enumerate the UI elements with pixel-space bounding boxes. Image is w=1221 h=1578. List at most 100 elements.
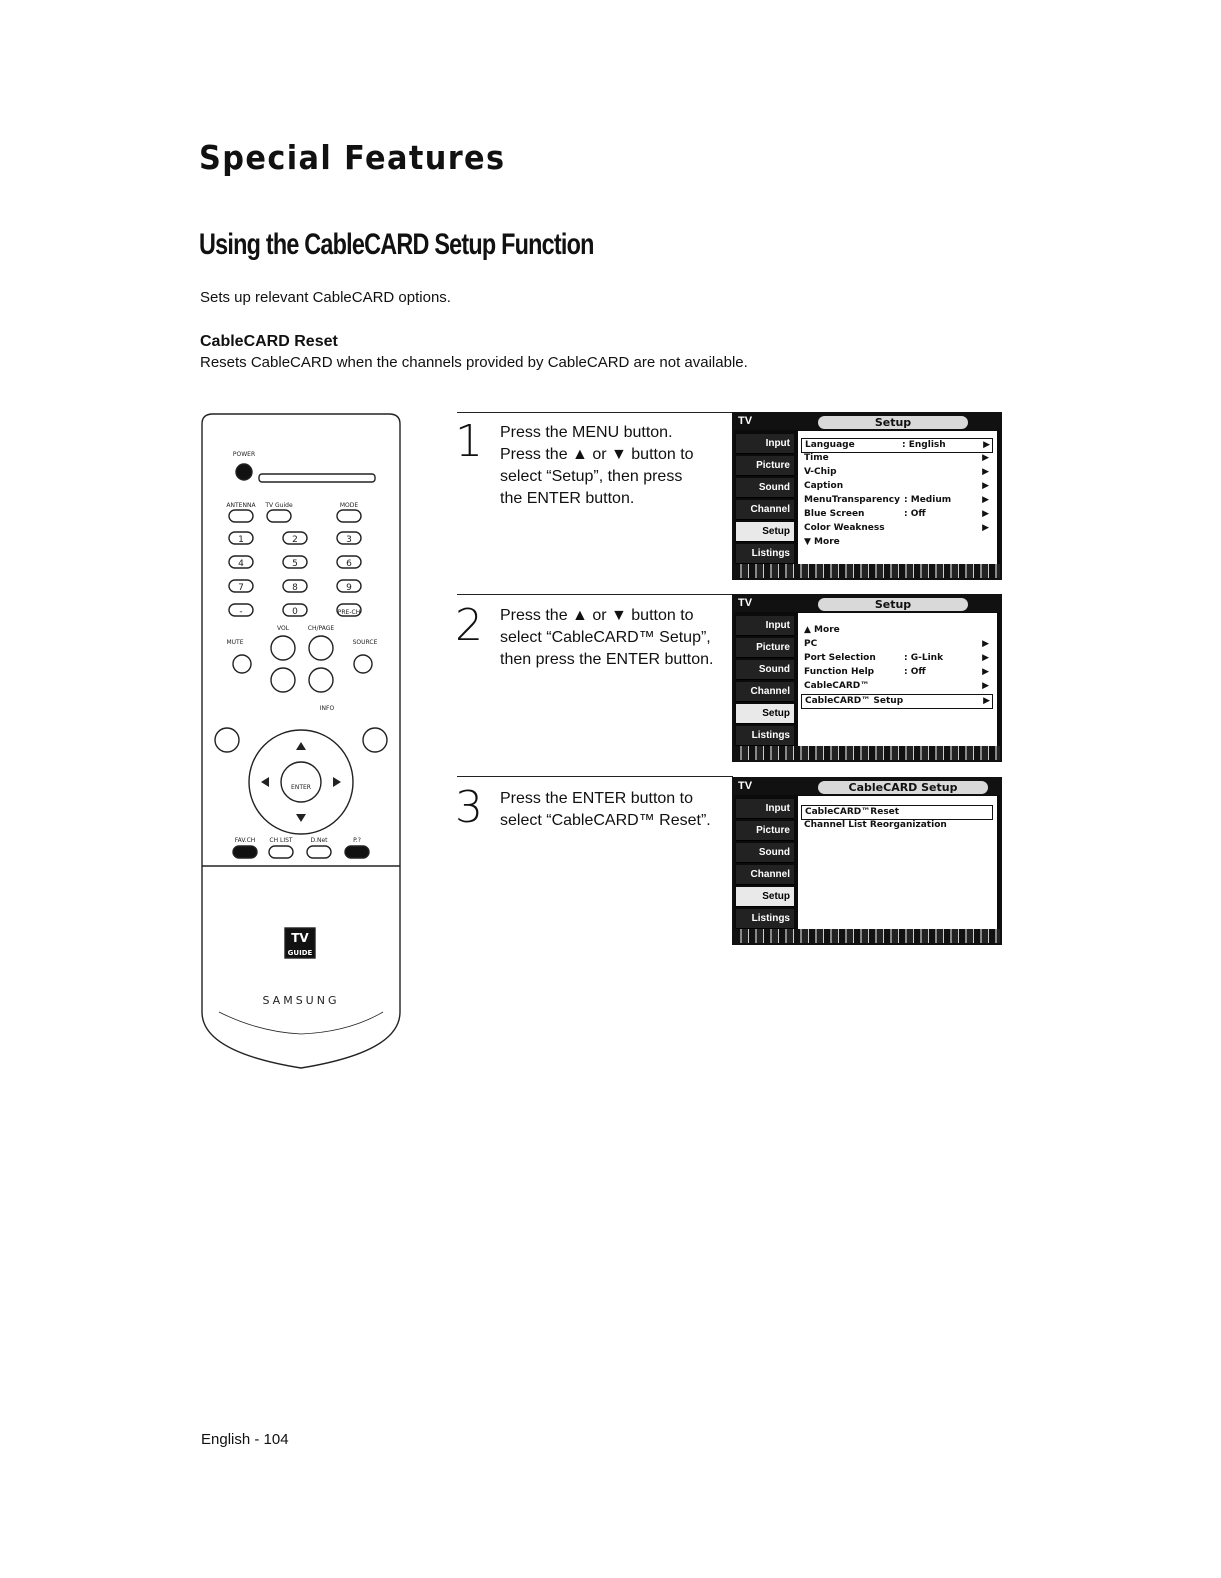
menu-row-channel-list-reorganization: Channel List Reorganization [804, 820, 947, 830]
mute-label: MUTE [226, 639, 243, 646]
key-6: 6 [346, 559, 352, 569]
power-label: POWER [233, 451, 255, 458]
key-1: 1 [238, 535, 244, 545]
page-footer: English - 104 [201, 1431, 289, 1448]
sidebar-item-picture: Picture [736, 456, 794, 476]
menu-title: Setup [818, 416, 968, 429]
step-line: select “CableCARD™ Reset”. [500, 812, 711, 829]
menu-bottom-bar [734, 746, 1000, 760]
step-line: Press the ▲ or ▼ button to [500, 607, 694, 624]
step-line: then press the ENTER button. [500, 651, 714, 668]
sidebar-item-sound: Sound [736, 478, 794, 498]
step-line: Press the ▲ or ▼ button to [500, 446, 694, 463]
menu-row-function-help: Function Help: Off▶ [804, 667, 989, 677]
key-5: 5 [292, 559, 298, 569]
sidebar-item-input: Input [736, 799, 794, 819]
section-title: Special Features [199, 138, 506, 177]
key-9: 9 [346, 583, 352, 593]
menu-bottom-bar [734, 929, 1000, 943]
menu-row-cablecard: CableCARD™▶ [804, 681, 989, 691]
step-number: 2 [455, 600, 483, 651]
step-divider [457, 594, 733, 595]
menu-title: Setup [818, 598, 968, 611]
tv-logo: TV [738, 780, 753, 792]
menu-row-blue-screen: Blue Screen: Off▶ [804, 509, 989, 519]
intro-text: Sets up relevant CableCARD options. [200, 289, 451, 306]
step-line: select “CableCARD™ Setup”, [500, 629, 711, 646]
sidebar-item-channel: Channel [736, 500, 794, 520]
menu-row-color-weakness: Color Weakness▶ [804, 523, 989, 533]
step-number: 3 [455, 782, 483, 833]
remote-control-illustration: POWER ANTENNA TV Guide MODE VOL CH/PAGE … [201, 413, 401, 1069]
menu-top-bar: TV Setup [734, 596, 1000, 612]
step-line: select “Setup”, then press [500, 468, 683, 485]
step-line: Press the ENTER button to [500, 790, 693, 807]
key-8: 8 [292, 583, 298, 593]
menu-row-cablecard-setup: CableCARD™ Setup▶ [801, 694, 993, 709]
chpage-label: CH/PAGE [308, 625, 335, 632]
sidebar-item-listings: Listings [736, 726, 794, 746]
menu-sidebar: Input Picture Sound Channel Setup Listin… [734, 430, 796, 564]
menu-row-time: Time▶ [804, 453, 989, 463]
sidebar-item-setup: Setup [736, 704, 794, 724]
sidebar-item-input: Input [736, 616, 794, 636]
step-instructions: Press the MENU button. Press the ▲ or ▼ … [500, 422, 730, 510]
step-line: the ENTER button. [500, 490, 635, 507]
info-label: INFO [320, 705, 335, 712]
key-4: 4 [238, 559, 244, 569]
vol-label: VOL [277, 625, 290, 632]
pip-label: P.? [353, 837, 361, 844]
menu-sidebar: Input Picture Sound Channel Setup Listin… [734, 612, 796, 746]
sidebar-item-sound: Sound [736, 660, 794, 680]
menu-sidebar: Input Picture Sound Channel Setup Listin… [734, 795, 796, 929]
tv-menu-screen: TV Setup Input Picture Sound Channel Set… [732, 412, 1002, 580]
sidebar-item-channel: Channel [736, 865, 794, 885]
mode-label: MODE [340, 502, 359, 509]
menu-panel: ▲ More PC▶ Port Selection: G-Link▶ Funct… [798, 613, 997, 746]
description-text: Resets CableCARD when the channels provi… [200, 354, 748, 371]
dnet-label: D.Net [310, 837, 328, 844]
tv-menu-screen: TV CableCARD Setup Input Picture Sound C… [732, 777, 1002, 945]
favch-label: FAV.CH [235, 837, 256, 844]
tvguide-label: TV Guide [264, 502, 293, 509]
key-0: 0 [292, 607, 298, 617]
menu-title: CableCARD Setup [818, 781, 988, 794]
menu-row-pc: PC▶ [804, 639, 989, 649]
menu-row-language: Language: English▶ [801, 438, 993, 453]
brand-logo: SAMSUNG [263, 994, 340, 1007]
menu-row-caption: Caption▶ [804, 481, 989, 491]
antenna-label: ANTENNA [226, 502, 256, 509]
tvguide-logo-top: TV [291, 931, 309, 945]
menu-row-more: ▲ More [804, 625, 840, 635]
step-instructions: Press the ▲ or ▼ button to select “Cable… [500, 605, 730, 671]
menu-row-menu-transparency: MenuTransparency: Medium▶ [804, 495, 989, 505]
menu-row-more: ▼ More [804, 537, 840, 547]
chlist-label: CH LIST [269, 837, 293, 844]
tv-logo: TV [738, 415, 753, 427]
tv-logo: TV [738, 597, 753, 609]
menu-row-vchip: V-Chip▶ [804, 467, 989, 477]
step-divider [457, 412, 733, 413]
enter-label: ENTER [291, 784, 311, 791]
menu-top-bar: TV CableCARD Setup [734, 779, 1000, 795]
step-instructions: Press the ENTER button to select “CableC… [500, 788, 730, 832]
step-number: 1 [455, 416, 483, 467]
key-3: 3 [346, 535, 352, 545]
key-7: 7 [238, 583, 244, 593]
sidebar-item-input: Input [736, 434, 794, 454]
sidebar-item-picture: Picture [736, 821, 794, 841]
sidebar-item-setup: Setup [736, 887, 794, 907]
step-line: Press the MENU button. [500, 424, 673, 441]
sidebar-item-listings: Listings [736, 909, 794, 929]
menu-panel: CableCARD™Reset Channel List Reorganizat… [798, 796, 997, 929]
key-dash: - [239, 607, 242, 617]
prech-label: PRE-CH [338, 609, 360, 616]
menu-bottom-bar [734, 564, 1000, 578]
sidebar-item-picture: Picture [736, 638, 794, 658]
menu-panel: Language: English▶ Time▶ V-Chip▶ Caption… [798, 431, 997, 564]
sidebar-item-sound: Sound [736, 843, 794, 863]
tv-menu-screen: TV Setup Input Picture Sound Channel Set… [732, 594, 1002, 762]
sidebar-item-setup: Setup [736, 522, 794, 542]
source-label: SOURCE [353, 639, 378, 646]
subheading: CableCARD Reset [200, 333, 338, 350]
